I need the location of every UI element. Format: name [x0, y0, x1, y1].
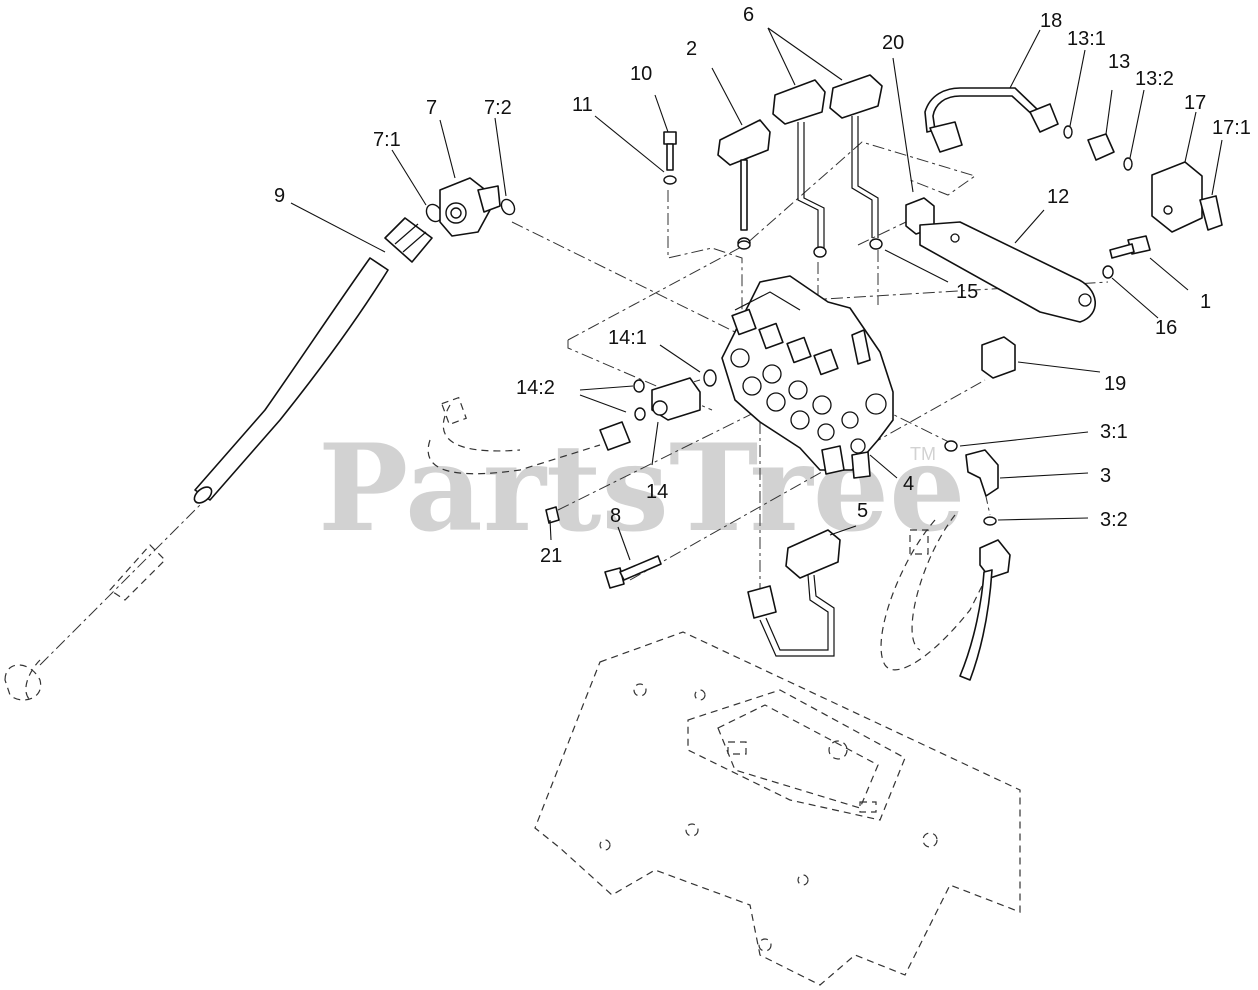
part-19-spacer: [981, 336, 1016, 379]
part-15-nuts: [737, 240, 751, 250]
callout-17: 17: [1184, 92, 1206, 114]
callout-15: 15: [956, 281, 978, 303]
callout-20: 20: [882, 32, 904, 54]
callout-14-1: 14:1: [608, 327, 647, 349]
callout-13-1: 13:1: [1067, 28, 1106, 50]
callout-14: 14: [646, 481, 668, 503]
part-6-handles: [772, 74, 883, 258]
part-12-bracket: [919, 221, 1096, 323]
part-3-elbow-fitting: [944, 440, 1011, 681]
callout-12: 12: [1047, 186, 1069, 208]
part-8-bolt: [604, 555, 662, 589]
callout-11: 11: [572, 94, 593, 116]
callout-13: 13: [1108, 51, 1130, 73]
part-13-fitting: [1063, 125, 1133, 171]
callout-7: 7: [426, 97, 437, 119]
part-5-handle: [747, 529, 841, 657]
part-21-plug: [545, 506, 560, 524]
part-10-11-bolt-washer: [663, 131, 677, 185]
background-hoses: [4, 396, 991, 701]
callout-16: 16: [1155, 317, 1177, 339]
valve-ports: [730, 348, 887, 454]
part-18-tube: [924, 87, 1059, 153]
part-7-elbow-fitting: [425, 177, 516, 237]
leader-lines: [290, 27, 1223, 561]
callout-4: 4: [903, 473, 914, 495]
callout-14-2: 14:2: [516, 377, 555, 399]
part-1-16-bolt-washer: [1102, 235, 1151, 279]
part-2-handle: [717, 119, 771, 249]
callout-17-1: 17:1: [1212, 117, 1251, 139]
part-17-valve: [1151, 161, 1223, 233]
callout-13-2: 13:2: [1135, 68, 1174, 90]
part-4-control-valve: [721, 275, 894, 479]
callout-7-2: 7:2: [484, 97, 512, 119]
callout-3-2: 3:2: [1100, 509, 1128, 531]
callouts: 1 2 3 3:1 3:2 4 5 6 7 7:1 7:2 8 9 10 11 …: [274, 4, 1251, 567]
callout-3-1: 3:1: [1100, 421, 1128, 443]
callout-19: 19: [1104, 373, 1126, 395]
callout-6: 6: [743, 4, 754, 26]
callout-7-1: 7:1: [373, 129, 401, 151]
assembly-centerlines: [39, 141, 1109, 666]
callout-9: 9: [274, 185, 285, 207]
watermark-tm: TM: [910, 444, 936, 464]
callout-10: 10: [630, 63, 652, 85]
callout-3: 3: [1100, 465, 1111, 487]
mounting-plate: [534, 631, 1021, 986]
callout-18: 18: [1040, 10, 1062, 32]
callout-1: 1: [1200, 291, 1211, 313]
callout-21: 21: [540, 545, 562, 567]
callout-8: 8: [610, 505, 621, 527]
part-9-hose: [193, 217, 433, 504]
callout-2: 2: [686, 38, 697, 60]
callout-5: 5: [857, 500, 868, 522]
part-14-fitting: [599, 369, 717, 451]
